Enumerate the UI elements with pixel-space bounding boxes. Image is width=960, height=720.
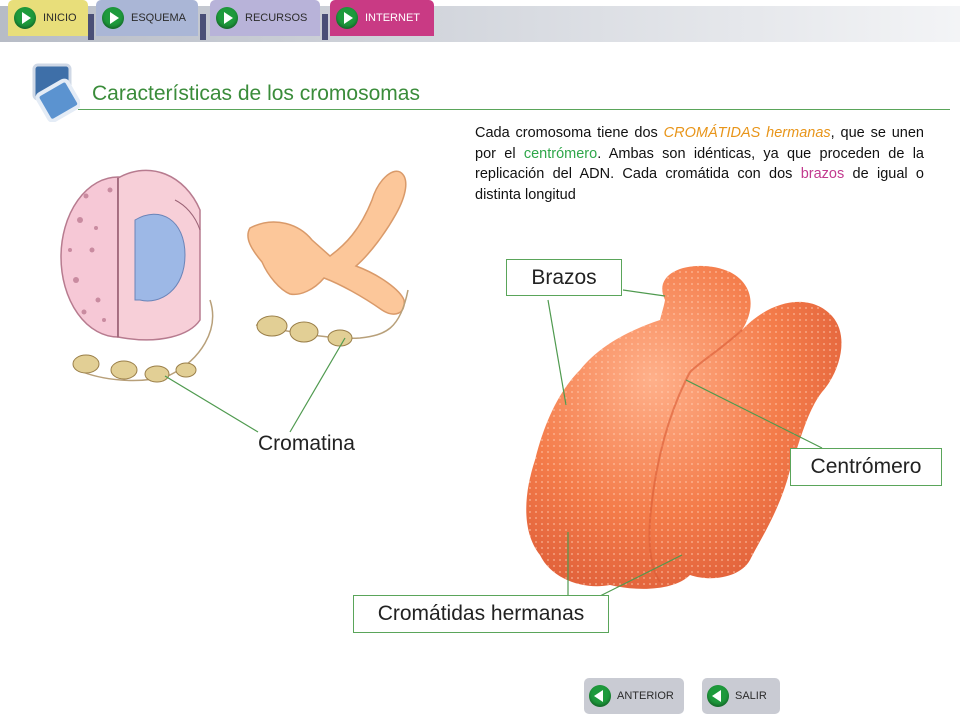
- desc-text: Cada cromosoma tiene dos: [475, 125, 664, 141]
- anterior-label: ANTERIOR: [617, 690, 674, 702]
- x-chromosome-illustration: [247, 170, 407, 315]
- label-centromero: Centrómero: [790, 448, 942, 486]
- cell-nucleus-illustration: [60, 169, 201, 341]
- nav-tab-label: INICIO: [43, 12, 77, 24]
- chromosome-micrograph: [526, 265, 842, 589]
- label-cromatidas-hermanas: Cromátidas hermanas: [353, 595, 609, 633]
- desc-text: de igual o distinta longitud: [475, 166, 924, 203]
- chromatin-fiber-left: [72, 299, 214, 383]
- tab-divider: [200, 14, 206, 40]
- back-icon: [589, 685, 611, 707]
- nav-tab-internet[interactable]: INTERNET: [330, 0, 434, 36]
- label-brazos: Brazos: [506, 259, 622, 296]
- anterior-button[interactable]: ANTERIOR: [584, 678, 684, 714]
- nav-tab-label: INTERNET: [365, 12, 420, 24]
- play-icon: [14, 7, 36, 29]
- page-title: Características de los cromosomas: [92, 82, 420, 105]
- nav-tab-label: ESQUEMA: [131, 12, 187, 24]
- nav-tab-recursos[interactable]: RECURSOS: [210, 0, 320, 36]
- chromatin-fiber-right: [255, 289, 409, 347]
- play-icon: [102, 7, 124, 29]
- play-icon: [216, 7, 238, 29]
- desc-highlight-centromero: centrómero: [523, 145, 598, 162]
- salir-button[interactable]: SALIR: [702, 678, 780, 714]
- title-divider: [78, 109, 950, 110]
- salir-label: SALIR: [735, 690, 767, 702]
- label-cromatina: Cromatina: [258, 432, 355, 455]
- nav-tab-label: RECURSOS: [245, 12, 308, 24]
- desc-highlight-brazos: brazos: [800, 166, 845, 182]
- tab-divider: [322, 14, 328, 40]
- back-icon: [707, 685, 729, 707]
- play-icon: [336, 7, 358, 29]
- tab-divider: [88, 14, 94, 40]
- description-paragraph: Cada cromosoma tiene dos CROMÁTIDAS herm…: [475, 123, 924, 205]
- desc-highlight-cromatidas: CROMÁTIDAS hermanas: [663, 125, 831, 141]
- nav-tab-esquema[interactable]: ESQUEMA: [96, 0, 198, 36]
- desc-text: , que se unen por el: [475, 125, 925, 162]
- desc-text: . Ambas son idénticas, ya que proceden d…: [475, 145, 924, 183]
- nav-tab-inicio[interactable]: INICIO: [8, 0, 88, 36]
- slides-icon: [32, 63, 80, 122]
